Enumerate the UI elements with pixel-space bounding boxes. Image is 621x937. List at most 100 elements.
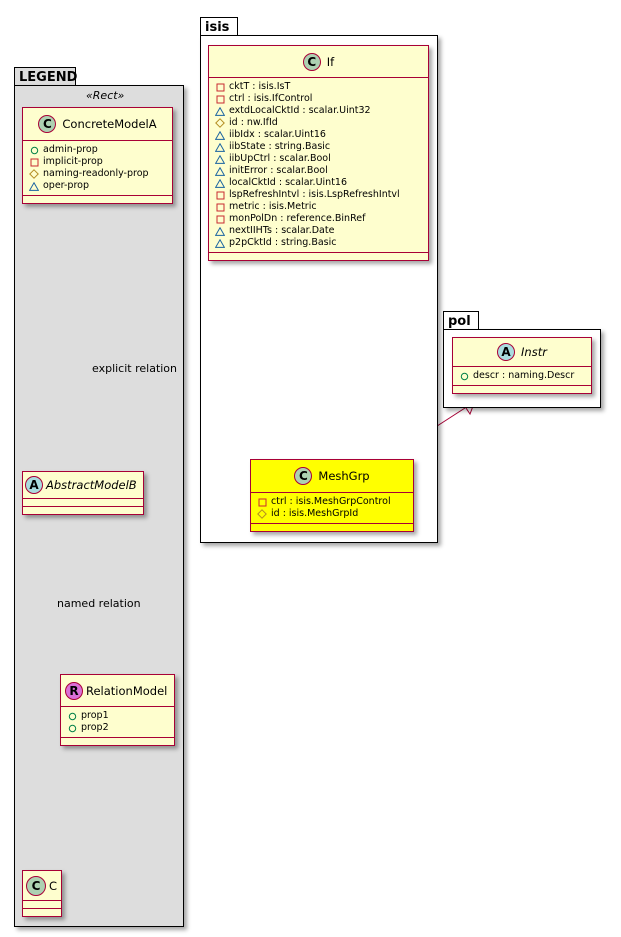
class-name: If [326, 54, 335, 69]
package-tab-pol: pol [443, 311, 479, 330]
square-icon [215, 202, 225, 212]
circle-icon [67, 711, 77, 721]
edge-label-explicit-relation: explicit relation [92, 362, 178, 375]
attribute-list: descr : naming.Descr [453, 367, 591, 386]
attribute-row: localCktId : scalar.Uint16 [215, 177, 428, 189]
attribute-row: initError : scalar.Bool [215, 165, 428, 177]
square-icon [215, 94, 225, 104]
class-badge-icon: C [302, 52, 321, 71]
attribute-list [23, 901, 61, 909]
circle-icon [29, 145, 39, 155]
method-list [209, 253, 428, 260]
attribute-text: admin-prop [43, 144, 98, 155]
attribute-text: iibUpCtrl : scalar.Bool [229, 153, 331, 164]
triangle-icon [215, 130, 225, 140]
relation-badge-icon: R [65, 681, 83, 700]
class-name: MeshGrp [318, 469, 370, 483]
attribute-text: nextIIHTs : scalar.Date [229, 225, 335, 236]
attribute-text: descr : naming.Descr [473, 370, 575, 381]
class-badge-icon: C [26, 875, 46, 896]
attribute-row: p2pCktId : string.Basic [215, 237, 428, 249]
square-icon [215, 190, 225, 200]
attribute-row: prop1 [67, 710, 174, 722]
package-tab-isis: isis [200, 17, 238, 36]
class-name: Instr [521, 345, 547, 359]
attribute-text: monPolDn : reference.BinRef [229, 213, 366, 224]
attribute-row: iibUpCtrl : scalar.Bool [215, 153, 428, 165]
abstract-badge-icon: A [25, 476, 43, 494]
package-stereotype: «Rect» [86, 89, 125, 102]
method-list [251, 524, 413, 531]
circle-icon [67, 723, 77, 733]
class-instr[interactable]: A Instr descr : naming.Descr [452, 337, 592, 394]
edge-label-named-relation: named relation [57, 597, 141, 610]
attribute-text: naming-readonly-prop [43, 168, 149, 179]
attribute-row: id : nw.IfId [215, 117, 428, 129]
method-list [23, 196, 172, 203]
class-header: R RelationModel [61, 675, 174, 707]
attribute-row: naming-readonly-prop [29, 168, 172, 180]
attribute-row: admin-prop [29, 144, 172, 156]
method-list [61, 738, 174, 745]
attribute-text: oper-prop [43, 180, 89, 191]
attribute-text: lspRefreshIntvl : isis.LspRefreshIntvl [229, 189, 400, 200]
square-icon [257, 497, 267, 507]
class-abstract-model-b[interactable]: A AbstractModelB [22, 471, 144, 515]
class-header: C MeshGrp [251, 460, 413, 493]
class-name: AbstractModelB [46, 478, 137, 492]
method-list [453, 386, 591, 393]
attribute-text: metric : isis.Metric [229, 201, 317, 212]
attribute-row: metric : isis.Metric [215, 201, 428, 213]
class-name: RelationModel [86, 683, 168, 698]
attribute-row: oper-prop [29, 180, 172, 192]
class-header: C ConcreteModelA [23, 108, 172, 141]
circle-icon [459, 371, 469, 381]
triangle-icon [215, 106, 225, 116]
attribute-row: monPolDn : reference.BinRef [215, 213, 428, 225]
triangle-icon [29, 181, 39, 191]
package-tab-legend: LEGEND [14, 67, 77, 86]
triangle-icon [215, 178, 225, 188]
attribute-text: initError : scalar.Bool [229, 165, 328, 176]
attribute-text: ctrl : isis.IfControl [229, 93, 313, 104]
attribute-text: iibState : string.Basic [229, 141, 331, 152]
attribute-text: cktT : isis.IsT [229, 81, 291, 92]
triangle-icon [215, 238, 225, 248]
attribute-row: nextIIHTs : scalar.Date [215, 225, 428, 237]
abstract-badge-icon: A [497, 343, 516, 361]
triangle-icon [215, 142, 225, 152]
class-c[interactable]: C C [22, 870, 62, 917]
attribute-text: localCktId : scalar.Uint16 [229, 177, 348, 188]
diamond-icon [29, 169, 39, 179]
class-badge-icon: C [294, 467, 313, 485]
class-header: A AbstractModelB [23, 472, 143, 499]
square-icon [215, 82, 225, 92]
attribute-row: iibIdx : scalar.Uint16 [215, 129, 428, 141]
triangle-icon [215, 226, 225, 236]
attribute-row: id : isis.MeshGrpId [257, 508, 413, 520]
diamond-icon [215, 118, 225, 128]
attribute-text: p2pCktId : string.Basic [229, 237, 337, 248]
method-list [23, 507, 143, 514]
attribute-text: iibIdx : scalar.Uint16 [229, 129, 326, 140]
attribute-row: implicit-prop [29, 156, 172, 168]
attribute-text: implicit-prop [43, 156, 103, 167]
square-icon [29, 157, 39, 167]
attribute-text: id : isis.MeshGrpId [271, 508, 359, 519]
attribute-row: extdLocalCktId : scalar.Uint32 [215, 105, 428, 117]
triangle-icon [215, 154, 225, 164]
attribute-text: id : nw.IfId [229, 117, 278, 128]
class-header: C C [23, 871, 61, 901]
attribute-text: prop2 [81, 722, 109, 733]
attribute-text: extdLocalCktId : scalar.Uint32 [229, 105, 371, 116]
attribute-row: lspRefreshIntvl : isis.LspRefreshIntvl [215, 189, 428, 201]
attribute-row: iibState : string.Basic [215, 141, 428, 153]
